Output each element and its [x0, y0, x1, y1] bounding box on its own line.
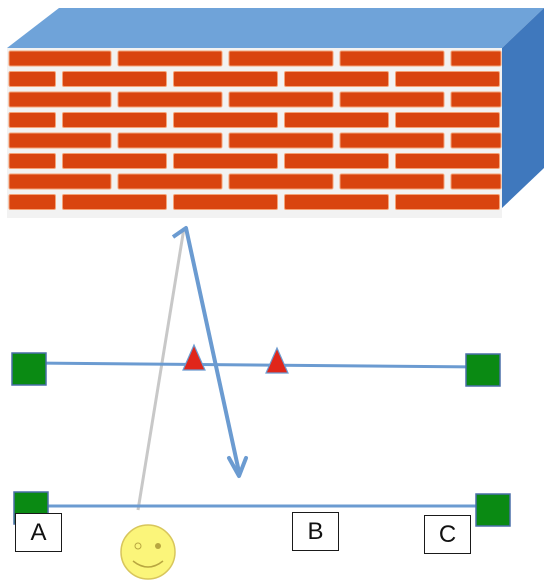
brick — [173, 153, 278, 169]
smiley-face-icon — [120, 524, 176, 580]
brick — [339, 50, 445, 67]
brick — [228, 91, 334, 108]
brick — [450, 50, 502, 67]
upper-line — [29, 361, 484, 369]
arrowhead-icon — [227, 456, 248, 478]
brick — [117, 132, 223, 149]
brick — [395, 71, 500, 87]
brick — [395, 194, 500, 210]
reflection-path — [171, 226, 241, 473]
brick — [117, 91, 223, 108]
brick — [8, 194, 56, 210]
red-triangle-marker-1 — [182, 343, 206, 371]
brick — [173, 112, 278, 128]
brick — [339, 132, 445, 149]
node-lower-right — [475, 493, 511, 527]
label-b: B — [292, 512, 339, 551]
brick — [228, 132, 334, 149]
brick — [395, 153, 500, 169]
brick — [8, 173, 112, 190]
brick — [173, 71, 278, 87]
red-triangle-marker-2 — [265, 346, 289, 374]
node-upper-right — [465, 353, 501, 387]
brick — [8, 91, 112, 108]
brick — [228, 173, 334, 190]
brick — [284, 153, 389, 169]
brick — [450, 91, 502, 108]
brick — [284, 194, 389, 210]
brick — [339, 173, 445, 190]
brick — [284, 71, 389, 87]
brick — [8, 71, 56, 87]
brick — [62, 112, 167, 128]
brick — [62, 71, 167, 87]
brick-wall-icon — [7, 8, 544, 218]
brick — [62, 153, 167, 169]
ghost-ray — [136, 227, 186, 511]
brick — [117, 173, 223, 190]
brick — [8, 153, 56, 169]
wall-top-face — [7, 8, 544, 48]
brick — [117, 50, 223, 67]
label-c: C — [424, 515, 471, 554]
brick — [8, 132, 112, 149]
brick — [339, 91, 445, 108]
brick — [450, 132, 502, 149]
wall-side-face — [502, 8, 544, 208]
brick — [173, 194, 278, 210]
brick — [8, 112, 56, 128]
label-a: A — [15, 513, 62, 552]
node-upper-left — [11, 352, 47, 386]
brick — [8, 50, 112, 67]
brick — [62, 194, 167, 210]
brick — [395, 112, 500, 128]
brick — [284, 112, 389, 128]
brick — [228, 50, 334, 67]
wall-bricks — [8, 50, 502, 210]
brick — [450, 173, 502, 190]
